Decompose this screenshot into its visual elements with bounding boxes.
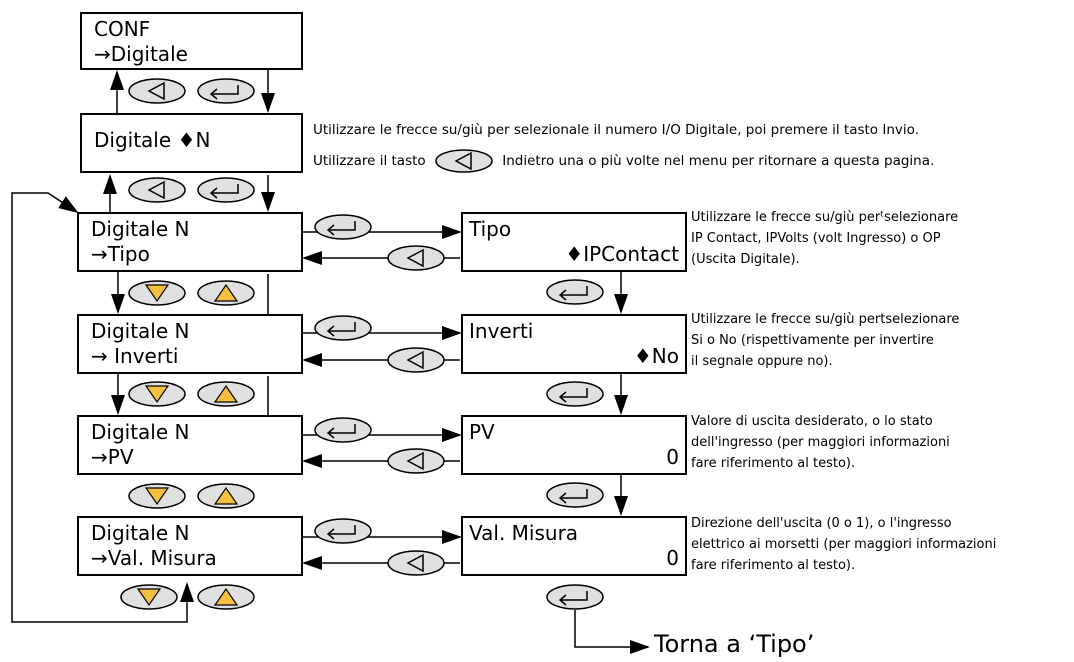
note-tipo-line: Utilizzare le frecce su/giù perᵗselezion… bbox=[691, 210, 959, 225]
enter-key[interactable] bbox=[314, 315, 372, 341]
conf-box: CONF →Digitale bbox=[80, 12, 303, 70]
enter-key[interactable] bbox=[197, 78, 255, 104]
enter-key[interactable] bbox=[546, 584, 604, 610]
pv-menu-line2: →PV bbox=[91, 445, 134, 469]
pv-value-title: PV bbox=[469, 420, 495, 444]
note-top-line2a: Utilizzare il tasto bbox=[313, 153, 426, 169]
note-top-line2b: Indietro una o più volte nel menu per ri… bbox=[502, 153, 935, 169]
note-top-line2: Utilizzare il tasto Indietro una o più v… bbox=[313, 148, 934, 174]
inverti-value-title: Inverti bbox=[469, 319, 534, 343]
pv-value-box: PV 0 bbox=[461, 415, 687, 475]
note-valmisura-line: fare riferimento al testo). bbox=[691, 558, 856, 573]
inverti-menu-box: Digitale N → Inverti bbox=[77, 314, 303, 374]
pv-menu-box: Digitale N →PV bbox=[77, 415, 303, 475]
back-key[interactable] bbox=[128, 78, 186, 104]
tipo-value: ♦IPContact bbox=[565, 242, 679, 266]
enter-key[interactable] bbox=[314, 417, 372, 443]
inverti-value-box: Inverti ♦No bbox=[461, 314, 687, 374]
digitale-select-label: Digitale ♦N bbox=[94, 128, 211, 152]
enter-key[interactable] bbox=[314, 214, 372, 240]
note-inverti-line: Si o No (rispettivamente per invertire bbox=[691, 333, 934, 348]
inverti-menu-line1: Digitale N bbox=[91, 319, 190, 343]
enter-key[interactable] bbox=[546, 381, 604, 407]
back-key[interactable] bbox=[128, 177, 186, 203]
up-key[interactable] bbox=[197, 584, 255, 610]
note-valmisura-line: Direzione dell'uscita (0 o 1), o l'ingre… bbox=[691, 516, 952, 531]
note-pv-line: Valore di uscita desiderato, o lo stato bbox=[691, 414, 933, 429]
inverti-menu-line2: → Inverti bbox=[91, 344, 179, 368]
note-tipo-line: IP Contact, IPVolts (volt Ingresso) o OP bbox=[691, 231, 941, 246]
down-key[interactable] bbox=[128, 280, 186, 306]
conf-line2: →Digitale bbox=[94, 42, 188, 66]
enter-key[interactable] bbox=[197, 177, 255, 203]
back-key[interactable] bbox=[387, 448, 445, 474]
back-key[interactable] bbox=[387, 347, 445, 373]
pv-value: 0 bbox=[666, 445, 679, 469]
note-inverti-line: il segnale oppure no). bbox=[691, 354, 833, 369]
enter-key[interactable] bbox=[546, 279, 604, 305]
conf-line1: CONF bbox=[94, 17, 151, 41]
down-key[interactable] bbox=[120, 584, 178, 610]
valmisura-value: 0 bbox=[666, 546, 679, 570]
note-tipo-line: (Uscita Digitale). bbox=[691, 252, 800, 267]
back-key[interactable] bbox=[387, 245, 445, 271]
note-inverti-line: Utilizzare le frecce su/giù pertselezion… bbox=[691, 312, 960, 327]
return-to-tipo-label: Torna a ‘Tipo’ bbox=[654, 630, 815, 658]
note-pv-line: dell'ingresso (per maggiori informazioni bbox=[691, 435, 950, 450]
back-key-icon bbox=[433, 148, 495, 174]
up-key[interactable] bbox=[197, 381, 255, 407]
back-key[interactable] bbox=[387, 550, 445, 576]
note-valmisura-line: elettrico ai morsetti (per maggiori info… bbox=[691, 537, 997, 552]
pv-menu-line1: Digitale N bbox=[91, 420, 190, 444]
valmisura-value-box: Val. Misura 0 bbox=[461, 516, 687, 576]
tipo-value-title: Tipo bbox=[469, 217, 512, 241]
valmisura-menu-line2: →Val. Misura bbox=[91, 546, 217, 570]
valmisura-value-title: Val. Misura bbox=[469, 521, 579, 545]
tipo-menu-box: Digitale N →Tipo bbox=[77, 212, 303, 272]
up-key[interactable] bbox=[197, 280, 255, 306]
valmisura-menu-line1: Digitale N bbox=[91, 521, 190, 545]
digitale-select-box: Digitale ♦N bbox=[80, 113, 303, 173]
enter-key[interactable] bbox=[314, 518, 372, 544]
up-key[interactable] bbox=[197, 483, 255, 509]
note-top-line1: Utilizzare le frecce su/giù per selezion… bbox=[313, 122, 919, 138]
tipo-menu-line2: →Tipo bbox=[91, 242, 150, 266]
down-key[interactable] bbox=[128, 381, 186, 407]
valmisura-menu-box: Digitale N →Val. Misura bbox=[77, 516, 303, 576]
note-pv-line: fare riferimento al testo). bbox=[691, 456, 856, 471]
inverti-value: ♦No bbox=[633, 344, 679, 368]
down-key[interactable] bbox=[128, 483, 186, 509]
enter-key[interactable] bbox=[546, 482, 604, 508]
tipo-menu-line1: Digitale N bbox=[91, 217, 190, 241]
tipo-value-box: Tipo ♦IPContact bbox=[461, 212, 687, 272]
